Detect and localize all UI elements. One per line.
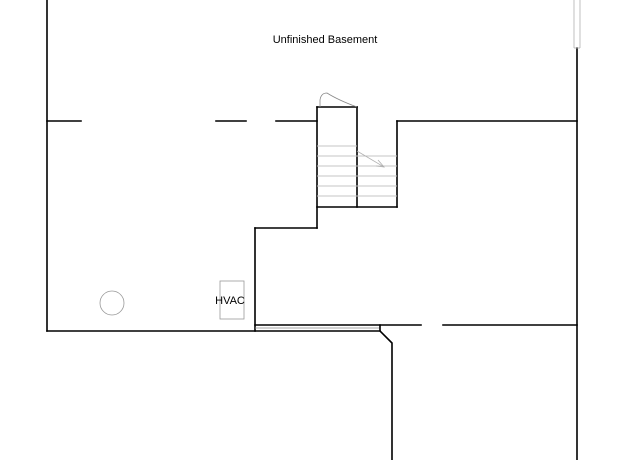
staircase	[316, 92, 578, 229]
hvac-unit	[219, 280, 245, 320]
stair-newel-curve	[319, 92, 358, 108]
window-right-wall	[573, 0, 581, 49]
water-heater-symbol	[99, 290, 125, 316]
hvac-label: HVAC	[215, 295, 245, 307]
wall-angled-corridor	[379, 324, 393, 460]
room-label-unfinished-basement: Unfinished Basement	[273, 34, 378, 46]
